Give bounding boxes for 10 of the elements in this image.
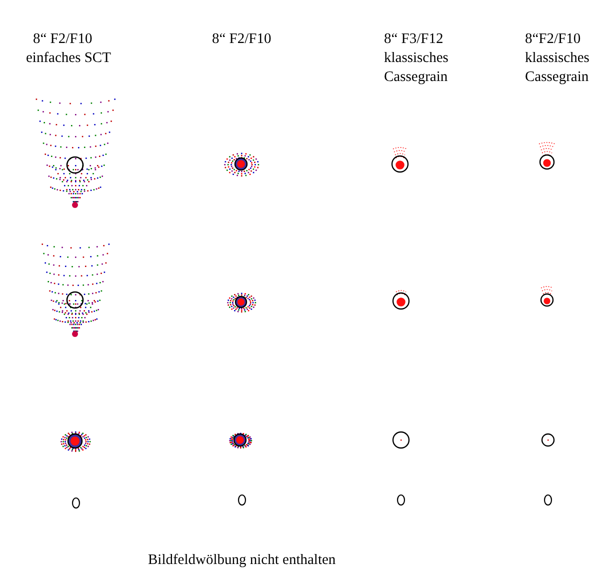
column-heading: klassisches (525, 49, 590, 68)
column-heading: einfaches SCT (26, 49, 111, 68)
column-heading: Cassegrain (384, 68, 448, 87)
column-heading: 8“ F2/F10 (33, 30, 92, 49)
column-heading: 8“ F2/F10 (212, 30, 272, 49)
column-heading: 8“F2/F10 (525, 30, 581, 49)
note-text: Bildfeldwölbung nicht enthalten (148, 551, 336, 570)
column-heading: 8“ F3/F12 (384, 30, 444, 49)
column-heading: Cassegrain (525, 68, 589, 87)
column-heading: klassisches (384, 49, 448, 68)
